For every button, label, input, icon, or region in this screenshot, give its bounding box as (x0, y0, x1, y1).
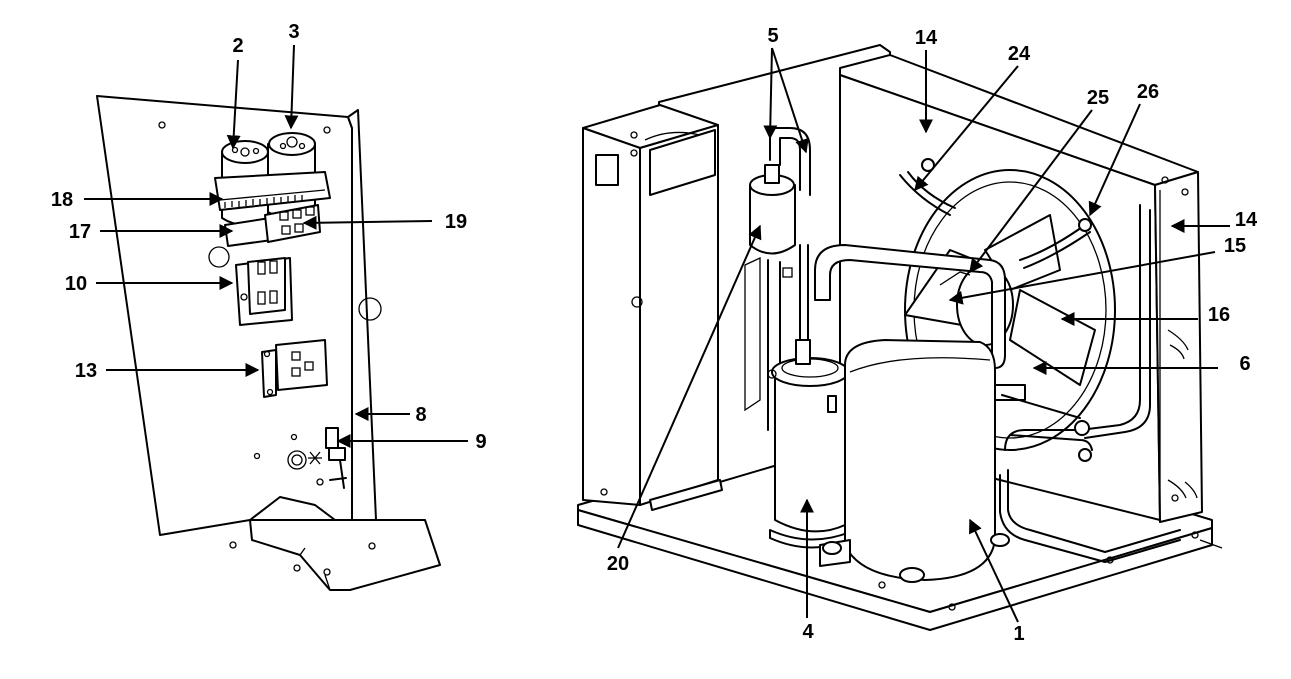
callout-15: 15 (1224, 235, 1246, 257)
callout-20: 20 (607, 553, 629, 575)
callout-5: 5 (767, 25, 778, 47)
right-leader-lines (617, 47, 1230, 623)
callout-13: 13 (75, 360, 97, 382)
callout-4: 4 (802, 621, 814, 643)
terminal-block-19 (264, 204, 321, 243)
callout-8: 8 (415, 404, 426, 426)
condensing-unit-drawing (577, 44, 1223, 631)
callout-6: 6 (1239, 353, 1250, 375)
right-callout-labels: 5 14 24 25 26 14 15 16 6 20 4 1 (607, 25, 1258, 645)
callout-17: 17 (69, 221, 91, 243)
callout-19: 19 (445, 211, 467, 233)
callout-25: 25 (1087, 87, 1109, 109)
callout-16: 16 (1208, 304, 1230, 326)
callout-14-right: 14 (1235, 209, 1258, 231)
callout-10: 10 (65, 273, 87, 295)
callout-3: 3 (288, 21, 299, 43)
callout-1: 1 (1013, 623, 1024, 645)
callout-9: 9 (475, 431, 486, 453)
left-leader-lines (84, 44, 468, 448)
callout-26: 26 (1137, 81, 1159, 103)
electrical-panel-drawing (96, 95, 441, 591)
relay-13 (261, 339, 328, 398)
left-callout-labels: 2 3 18 19 17 10 13 8 9 (51, 21, 487, 453)
contactor-10 (235, 257, 293, 326)
callout-14-top: 14 (915, 27, 938, 49)
callout-24: 24 (1008, 43, 1031, 65)
switch-9 (253, 427, 347, 489)
callout-18: 18 (51, 189, 73, 211)
compressor-1 (819, 339, 1026, 583)
callout-2: 2 (232, 35, 243, 57)
compressor-4 (767, 339, 851, 549)
